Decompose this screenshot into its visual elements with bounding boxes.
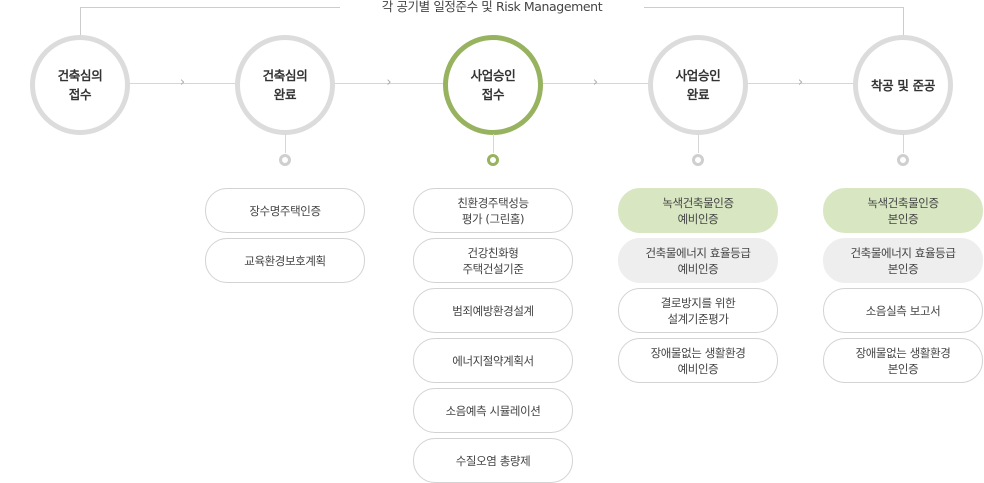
stage-label: 건축심의 접수 [57,68,103,102]
stage-label: 사업승인 완료 [675,68,721,102]
requirement-label: 건강친화형 주택건설기준 [462,245,524,276]
requirement-label: 범죄예방환경설계 [452,303,534,318]
bracket-top-right [644,7,903,8]
requirement-pill: 소음예측 시뮬레이션 [413,388,573,433]
stage-circle-5: 착공 및 준공 [853,35,953,135]
requirement-pill: 장애물없는 생활환경 예비인증 [618,338,778,383]
stage-circle-2: 건축심의 완료 [235,35,335,135]
requirement-pill: 건축물에너지 효율등급 본인증 [823,238,983,283]
bracket-top-left [80,7,340,8]
requirement-label: 결로방지를 위한 설계기준평가 [660,295,736,326]
requirement-pill: 결로방지를 위한 설계기준평가 [618,288,778,333]
requirement-label: 소음예측 시뮬레이션 [445,403,541,418]
requirement-label: 소음실측 보고서 [865,303,941,318]
requirement-label: 수질오염 총량제 [455,453,531,468]
stage-circle-1: 건축심의 접수 [30,35,130,135]
requirement-label: 장애물없는 생활환경 예비인증 [650,345,746,376]
requirement-pill: 수질오염 총량제 [413,438,573,483]
requirement-pill: 교육환경보호계획 [205,238,365,283]
requirement-pill: 친환경주택성능 평가 (그린홈) [413,188,573,233]
connector-dot [279,154,291,166]
connector-dot [487,154,499,166]
stage-label: 사업승인 접수 [470,68,516,102]
connector-dot [692,154,704,166]
requirement-pill: 에너지절약계획서 [413,338,573,383]
stage-label: 건축심의 완료 [262,68,308,102]
requirement-pill: 장애물없는 생활환경 본인증 [823,338,983,383]
requirement-label: 녹색건축물인증 본인증 [867,195,939,226]
stage-connector-line [285,134,286,153]
requirement-label: 장수명주택인증 [249,203,321,218]
chevron-right-icon: › [179,75,186,90]
requirement-pill: 건축물에너지 효율등급 예비인증 [618,238,778,283]
requirement-pill: 녹색건축물인증 예비인증 [618,188,778,233]
stage-connector-line [698,134,699,153]
requirement-label: 건축물에너지 효율등급 예비인증 [645,245,751,276]
stage-connector-line [493,134,494,153]
stage-circle-3: 사업승인 접수 [443,35,543,135]
connector-dot [897,154,909,166]
requirement-label: 장애물없는 생활환경 본인증 [855,345,951,376]
requirement-label: 녹색건축물인증 예비인증 [662,195,734,226]
requirement-pill: 녹색건축물인증 본인증 [823,188,983,233]
stage-connector-line [903,134,904,153]
header-title: 각 공기별 일정준수 및 Risk Management [340,0,644,16]
stage-label: 착공 및 준공 [870,77,936,93]
stage-circle-4: 사업승인 완료 [648,35,748,135]
bracket-right-vertical [903,7,904,35]
requirement-pill: 범죄예방환경설계 [413,288,573,333]
requirement-pill: 소음실측 보고서 [823,288,983,333]
chevron-right-icon: › [797,75,804,90]
requirement-label: 친환경주택성능 평가 (그린홈) [457,195,529,226]
requirement-pill: 장수명주택인증 [205,188,365,233]
requirement-label: 에너지절약계획서 [452,353,534,368]
requirement-pill: 건강친화형 주택건설기준 [413,238,573,283]
bracket-left-vertical [80,7,81,35]
requirement-label: 건축물에너지 효율등급 본인증 [850,245,956,276]
chevron-right-icon: › [592,75,599,90]
chevron-right-icon: › [386,75,392,90]
requirement-label: 교육환경보호계획 [244,253,326,268]
